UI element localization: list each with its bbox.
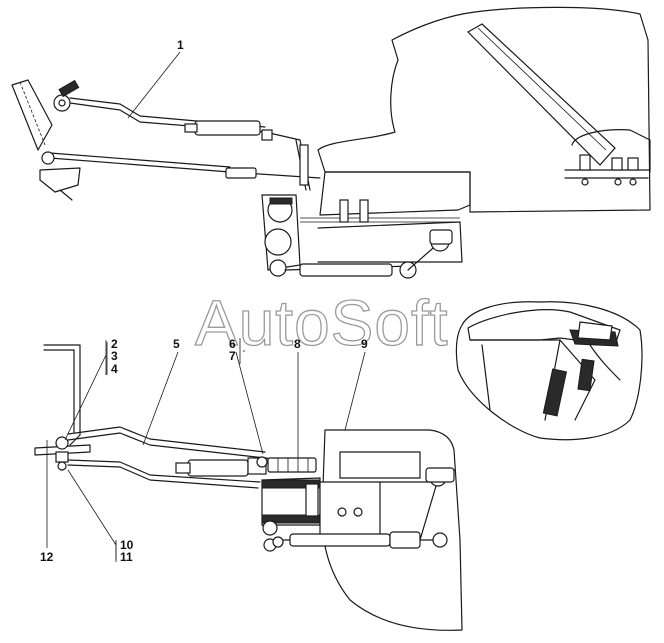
callout-5: 5 [173,337,180,351]
cab-body [317,6,651,213]
callout-12: 12 [40,550,54,564]
upper-turnbuckle [194,120,261,136]
callout-7: 7 [229,349,236,363]
callout-10: 10 [120,538,134,552]
hand-lever [11,79,53,151]
top-assembly [11,6,651,279]
callout-8: 8 [294,337,301,351]
detail-outline [455,301,643,441]
lower-tie-rod [49,157,321,179]
spring-link [267,457,317,473]
left-bracket [43,344,81,446]
callout-11: 11 [120,550,133,564]
callout-9: 9 [361,337,368,351]
callout-labels: 1 2 3 4 5 6 7 8 9 10 11 12 [40,38,368,564]
detail-inset [455,301,643,441]
cab-lower-body [321,429,463,631]
callout-6: 6 [229,337,236,351]
lower-wall [317,221,463,263]
callout-1: 1 [177,38,184,52]
callout-2: 2 [111,337,118,351]
bottom-assembly [34,344,463,631]
lower-turnbuckle [187,459,249,477]
callout-4: 4 [111,362,118,376]
upper-control-rod [69,102,301,141]
floor-plate [319,171,471,216]
mounting-bar [564,169,651,179]
callout-3: 3 [111,349,118,363]
pedal-plate [467,23,616,166]
watermark: AutoSoft [195,287,449,359]
